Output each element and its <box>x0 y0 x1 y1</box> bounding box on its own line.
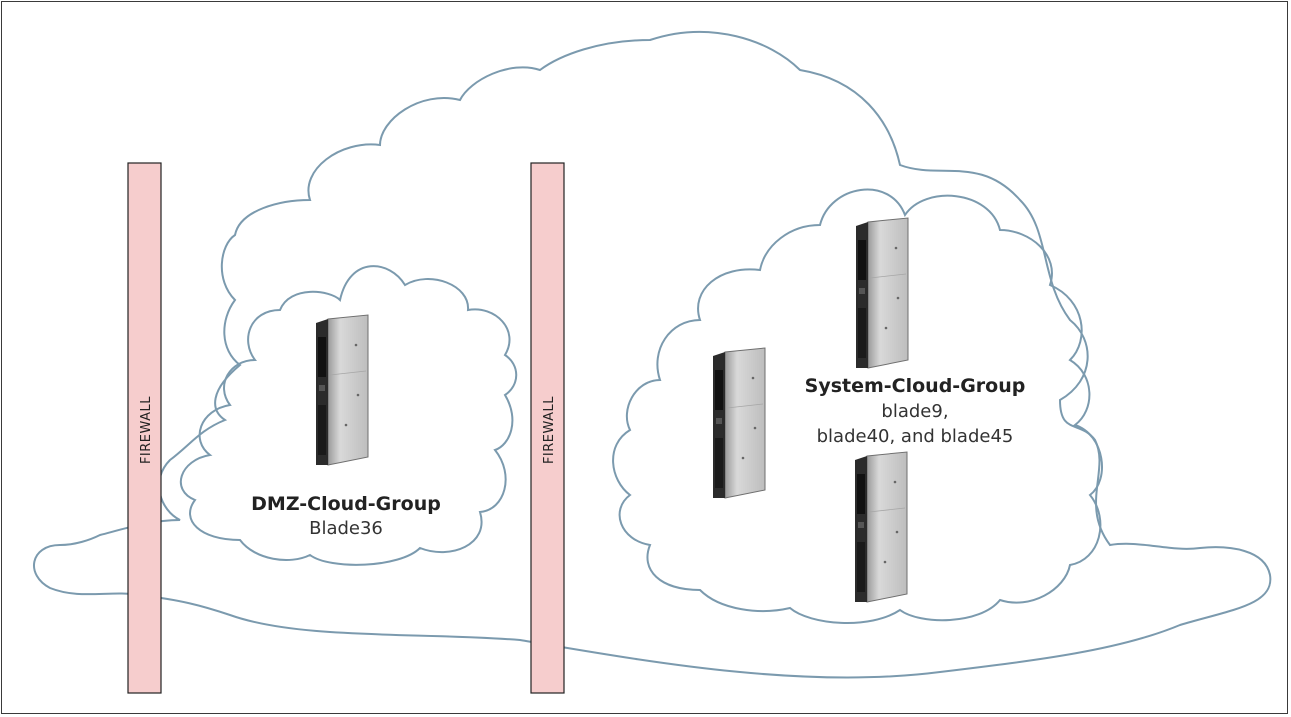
dmz-group-title: DMZ-Cloud-Group <box>251 493 441 515</box>
blade-server-icon <box>712 347 766 499</box>
firewall-right-label: FIREWALL <box>542 396 557 464</box>
dmz-group-members: Blade36 <box>309 518 383 539</box>
outer-cloud <box>33 31 1272 679</box>
system-group-members-line1: blade9, <box>881 401 948 422</box>
system-group-members-line2: blade40, and blade45 <box>817 426 1014 447</box>
firewall-left: FIREWALL <box>127 162 162 694</box>
blade-server-icon <box>855 217 909 369</box>
firewall-right: FIREWALL <box>530 162 565 694</box>
blade-server-icon <box>315 314 369 466</box>
blade-server-icon <box>854 451 908 603</box>
dmz-cloud <box>179 265 518 566</box>
system-cloud <box>612 188 1103 624</box>
firewall-left-label: FIREWALL <box>139 396 154 464</box>
system-group-title: System-Cloud-Group <box>805 375 1026 397</box>
